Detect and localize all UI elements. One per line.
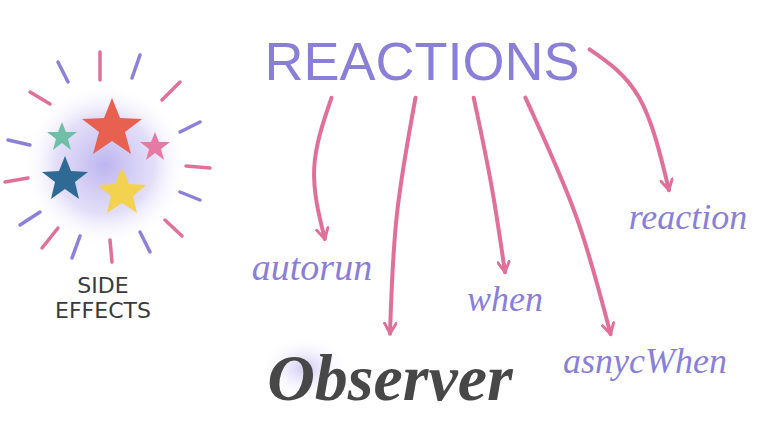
- curved-arrow: [474, 98, 505, 273]
- burst-rays: [5, 52, 210, 262]
- observer-term: Observer: [263, 340, 517, 417]
- side-effects-label: SIDE EFFECTS: [41, 273, 165, 324]
- star: [42, 156, 88, 199]
- curved-arrow: [390, 98, 416, 334]
- api-term: when: [463, 278, 547, 322]
- curved-arrow: [314, 98, 331, 239]
- node-text: reaction: [629, 198, 748, 238]
- star: [82, 98, 142, 154]
- star: [98, 168, 146, 213]
- api-term: asnycWhen: [559, 340, 731, 384]
- node-text: asnycWhen: [563, 342, 727, 382]
- star: [47, 122, 77, 150]
- stars: [42, 98, 170, 213]
- star: [140, 132, 170, 160]
- reactions-heading: REACTIONS: [260, 30, 583, 93]
- glow: [23, 83, 187, 247]
- curved-arrow: [590, 49, 669, 190]
- node-text: REACTIONS: [264, 32, 579, 91]
- node-text: autorun: [252, 247, 372, 289]
- node-text: when: [467, 280, 543, 320]
- node-text: Observer: [267, 342, 513, 415]
- api-term: autorun: [248, 245, 376, 291]
- api-term: reaction: [625, 196, 752, 240]
